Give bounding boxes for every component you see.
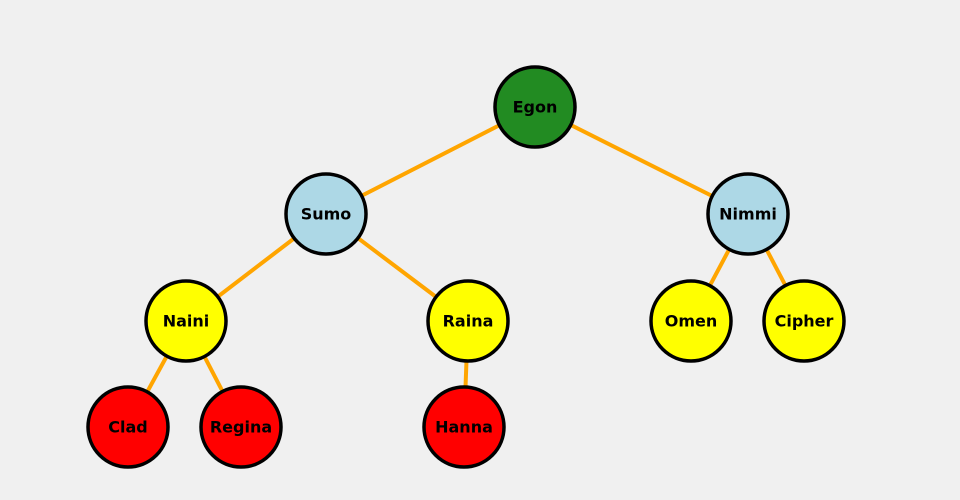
node-label-raina: Raina (443, 312, 494, 331)
node-circle-naini (144, 279, 228, 363)
node-circle-regina (199, 385, 283, 469)
node-sumo: Sumo (284, 172, 368, 256)
node-circle-egon (493, 65, 577, 149)
node-label-clad: Clad (108, 418, 147, 437)
node-label-omen: Omen (665, 312, 718, 331)
node-circle-cipher (762, 279, 846, 363)
node-label-naini: Naini (163, 312, 210, 331)
node-circle-hanna (422, 385, 506, 469)
edges-layer (126, 105, 806, 428)
node-label-regina: Regina (210, 418, 272, 437)
node-circle-nimmi (706, 172, 790, 256)
node-label-cipher: Cipher (775, 312, 834, 331)
node-omen: Omen (649, 279, 733, 363)
node-clad: Clad (86, 385, 170, 469)
node-circle-clad (86, 385, 170, 469)
node-cipher: Cipher (762, 279, 846, 363)
node-raina: Raina (426, 279, 510, 363)
node-hanna: Hanna (422, 385, 506, 469)
node-label-hanna: Hanna (435, 418, 493, 437)
node-naini: Naini (144, 279, 228, 363)
node-nimmi: Nimmi (706, 172, 790, 256)
node-label-sumo: Sumo (301, 205, 352, 224)
node-circle-sumo (284, 172, 368, 256)
node-circle-omen (649, 279, 733, 363)
node-egon: Egon (493, 65, 577, 149)
node-label-egon: Egon (513, 98, 558, 117)
node-label-nimmi: Nimmi (719, 205, 777, 224)
node-circle-raina (426, 279, 510, 363)
node-regina: Regina (199, 385, 283, 469)
